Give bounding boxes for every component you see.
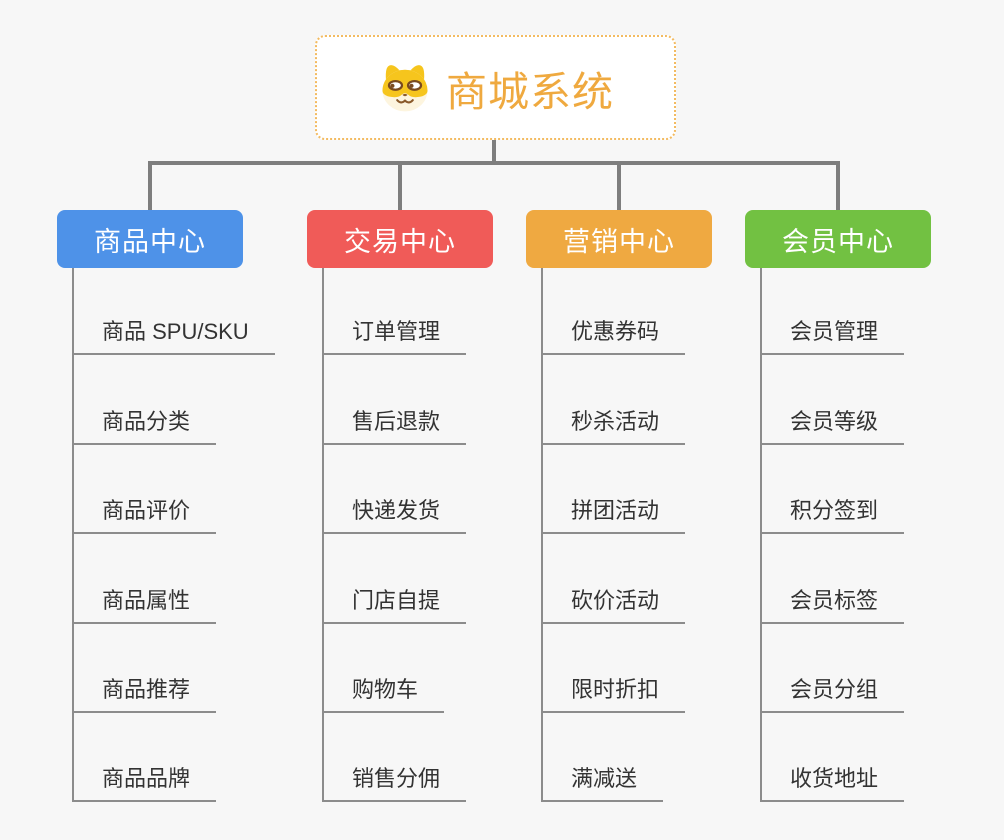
leaf-node[interactable]: 销售分佣	[322, 756, 467, 802]
leaf-node[interactable]: 商品品牌	[72, 756, 217, 802]
leaf-node[interactable]: 砍价活动	[541, 578, 686, 624]
leaf-node[interactable]: 会员管理	[760, 309, 905, 355]
leaf-node[interactable]: 秒杀活动	[541, 399, 686, 445]
dog-face-icon	[377, 62, 433, 114]
leaf-node[interactable]: 商品分类	[72, 399, 217, 445]
branch-header[interactable]: 会员中心	[745, 210, 931, 268]
leaf-node[interactable]: 门店自提	[322, 578, 467, 624]
branch-trunk-line	[541, 268, 543, 802]
connector-branch-drop	[398, 165, 402, 210]
branch-trunk-line	[322, 268, 324, 802]
leaf-node[interactable]: 售后退款	[322, 399, 467, 445]
leaf-node[interactable]: 收货地址	[760, 756, 905, 802]
leaf-node[interactable]: 限时折扣	[541, 667, 686, 713]
connector-branch-drop	[836, 165, 840, 210]
connector-root-drop	[492, 140, 496, 165]
branch-trunk-line	[72, 268, 74, 802]
leaf-node[interactable]: 商品评价	[72, 488, 217, 534]
connector-branch-drop	[148, 165, 152, 210]
root-node[interactable]: 商城系统	[315, 35, 676, 140]
branch-header[interactable]: 营销中心	[526, 210, 712, 268]
branch-header[interactable]: 商品中心	[57, 210, 243, 268]
leaf-node[interactable]: 优惠券码	[541, 309, 686, 355]
leaf-node[interactable]: 商品属性	[72, 578, 217, 624]
connector-branch-drop	[617, 165, 621, 210]
root-title: 商城系统	[446, 68, 614, 115]
leaf-node[interactable]: 购物车	[322, 667, 445, 713]
leaf-node[interactable]: 拼团活动	[541, 488, 686, 534]
leaf-node[interactable]: 会员分组	[760, 667, 905, 713]
connector-horizontal-rail	[148, 161, 840, 165]
leaf-node[interactable]: 快递发货	[322, 488, 467, 534]
branch-header[interactable]: 交易中心	[307, 210, 493, 268]
leaf-node[interactable]: 会员标签	[760, 578, 905, 624]
leaf-node[interactable]: 会员等级	[760, 399, 905, 445]
leaf-node[interactable]: 积分签到	[760, 488, 905, 534]
leaf-node[interactable]: 商品 SPU/SKU	[72, 309, 275, 355]
leaf-node[interactable]: 满减送	[541, 756, 664, 802]
branch-trunk-line	[760, 268, 762, 802]
leaf-node[interactable]: 订单管理	[322, 309, 467, 355]
leaf-node[interactable]: 商品推荐	[72, 667, 217, 713]
